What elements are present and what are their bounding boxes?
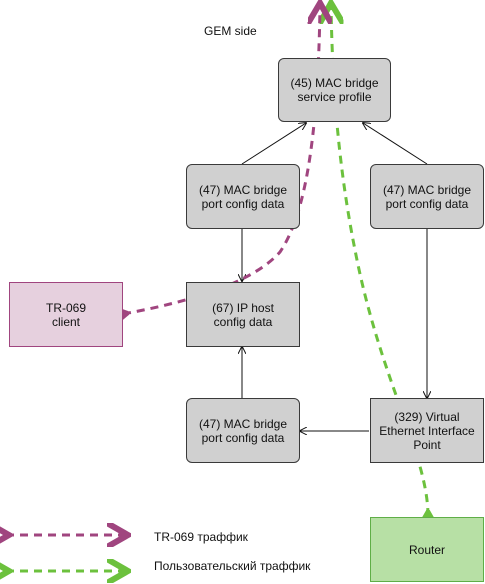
- node-line: service profile: [297, 90, 372, 104]
- node-line: config data: [213, 314, 273, 329]
- node-line: port config data: [201, 430, 285, 445]
- node-line: port config data: [201, 196, 285, 211]
- node-line: port config data: [385, 196, 469, 211]
- tr069-traffic-path: [123, 6, 320, 314]
- node-line: (47) MAC bridge: [382, 182, 472, 197]
- node-line: Point: [413, 437, 441, 452]
- node-line: (47) MAC bridge: [198, 416, 288, 431]
- node-port-config-bottom: (47) MAC bridge port config data: [186, 398, 300, 463]
- node-tr069-client: TR-069 client: [9, 282, 123, 347]
- node-mac-bridge-service-profile: (45) MAC bridge service profile: [278, 58, 391, 122]
- node-line: (329) Virtual: [394, 409, 460, 424]
- node-line: (47) MAC bridge: [198, 182, 288, 197]
- node-label: Router: [408, 542, 446, 557]
- node-line: (45) MAC bridge: [290, 76, 379, 90]
- legend-tr069-label: TR-069 траффик: [154, 530, 248, 544]
- node-virtual-ethernet-interface-point: (329) Virtual Ethernet Interface Point: [370, 398, 484, 463]
- node-router: Router: [370, 517, 484, 582]
- node-line: (67) IP host: [212, 300, 274, 315]
- edge-right-port-to-profile: [363, 123, 428, 165]
- legend-user-label: Пользовательский траффик: [154, 559, 311, 573]
- node-line: TR-069: [45, 300, 86, 315]
- node-port-config-right: (47) MAC bridge port config data: [370, 164, 484, 229]
- node-line: client: [51, 314, 80, 329]
- edge-left-port-to-profile: [241, 123, 306, 165]
- node-port-config-left: (47) MAC bridge port config data: [186, 164, 300, 229]
- node-ip-host-config: (67) IP host config data: [186, 282, 300, 347]
- node-line: Ethernet Interface: [379, 423, 475, 438]
- diagram-title: GEM side: [204, 24, 257, 38]
